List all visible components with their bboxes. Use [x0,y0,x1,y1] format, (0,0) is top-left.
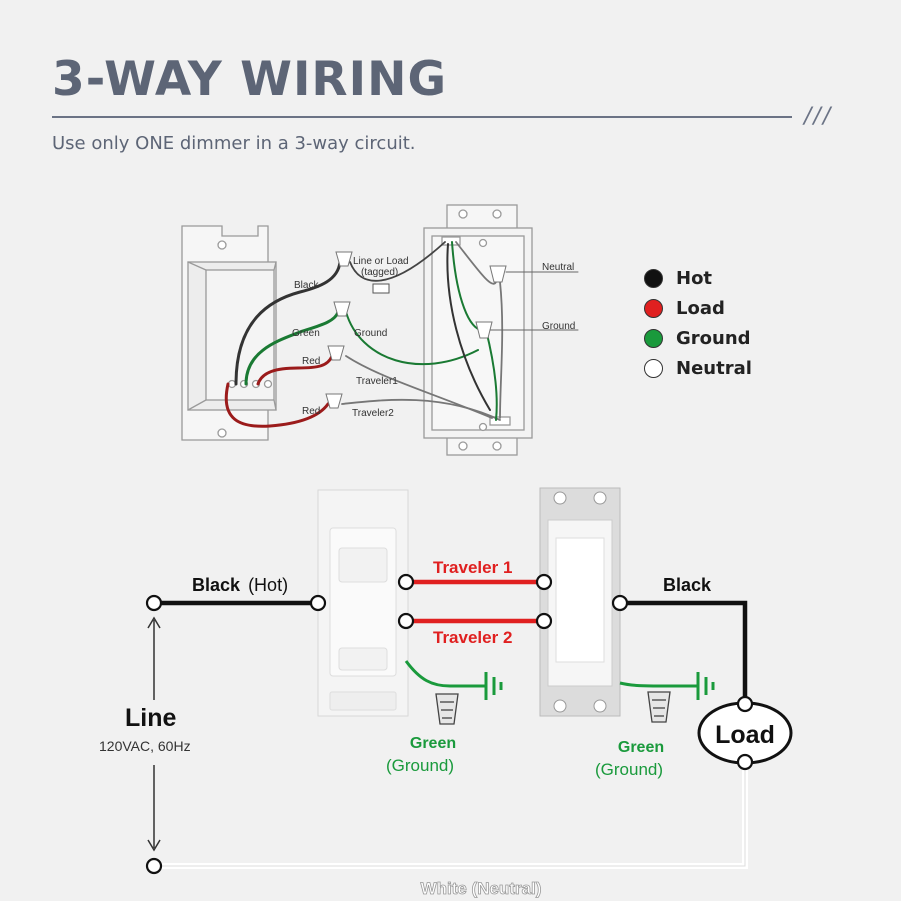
wire-ground-right [619,681,698,688]
detail-labels: Black Line or Load (tagged) Neutral Gree… [292,256,575,419]
label-hot: (Hot) [248,575,288,595]
title-rule [52,116,792,118]
detail-label-neutral: Neutral [542,262,574,273]
label-line-spec: 120VAC, 60Hz [99,738,191,754]
detail-tag [372,283,390,294]
label-neutral: White (Neutral) [421,879,542,898]
label-black-hot: Black [192,575,241,595]
detail-label-line-or-load: Line or Load [353,256,409,267]
label-traveler-1: Traveler 1 [433,558,512,577]
legend-label-hot: Hot [676,267,713,289]
wire-nut-right [647,691,671,723]
detail-label-red1: Red [302,356,320,367]
detail-label-red2: Red [302,406,320,417]
label-green-left: Green [410,735,456,752]
detail-label-black: Black [294,280,319,291]
detail-wire-green [244,310,340,386]
detail-leaders [489,271,579,331]
detail-wire-black [234,260,342,386]
legend-label-load: Load [676,297,725,319]
detail-diagram [181,204,579,456]
detail-wire-nuts [325,251,507,409]
detail-label-tagged: (tagged) [361,267,398,278]
detail-wire-red1 [256,354,334,386]
wire-black-load [620,600,748,704]
detail-label-traveler2: Traveler2 [352,408,394,419]
legend-dot-neutral [644,358,663,378]
dimmer-device [317,489,409,717]
label-ground-left: (Ground) [386,756,454,775]
page-subtitle: Use only ONE dimmer in a 3-way circuit. [52,133,416,154]
legend-item-ground: Ground [644,323,752,353]
title-slashes: /// [804,104,833,129]
legend-dot-load [644,298,663,318]
detail-wire-tagged [349,241,446,282]
legend-dot-hot [644,268,663,288]
label-green-right: Green [618,739,664,756]
detail-wire-box-black [446,243,491,411]
wire-neutral-edge [154,762,746,867]
wire-nut-left [435,693,459,725]
detail-label-ground-right: Ground [542,321,575,332]
label-load: Load [715,721,775,749]
svg-text:Black (Hot): Black (Hot) [192,575,288,595]
legend: Hot Load Ground Neutral [644,263,752,383]
legend-dot-ground [644,328,663,348]
label-line: Line [125,704,176,732]
terminals [145,573,754,875]
detail-wire-red2 [224,382,330,428]
label-black-right: Black [663,575,712,595]
legend-item-hot: Hot [644,263,752,293]
switch-device [539,487,621,717]
detail-label-traveler1: Traveler1 [356,376,398,387]
schematic-labels: Black (Hot) Traveler 1 Traveler 2 Black … [99,558,775,898]
legend-item-load: Load [644,293,752,323]
detail-wire-traveler2 [341,398,501,421]
detail-wire-ground-run [345,311,479,366]
detail-label-ground: Ground [354,328,387,339]
detail-label-green: Green [292,328,320,339]
label-ground-right: (Ground) [595,760,663,779]
legend-label-neutral: Neutral [676,357,752,379]
wire-ground-left [404,660,486,688]
ground-symbol-right [696,672,715,700]
label-traveler-2: Traveler 2 [433,628,512,647]
ground-symbol-left [484,672,503,700]
detail-wire-box-neutral [455,241,504,419]
detail-dimmer [181,225,277,441]
legend-label-ground: Ground [676,327,751,349]
legend-item-neutral: Neutral [644,353,752,383]
line-arrow [147,616,161,852]
page-title: 3-WAY WIRING [52,52,448,107]
